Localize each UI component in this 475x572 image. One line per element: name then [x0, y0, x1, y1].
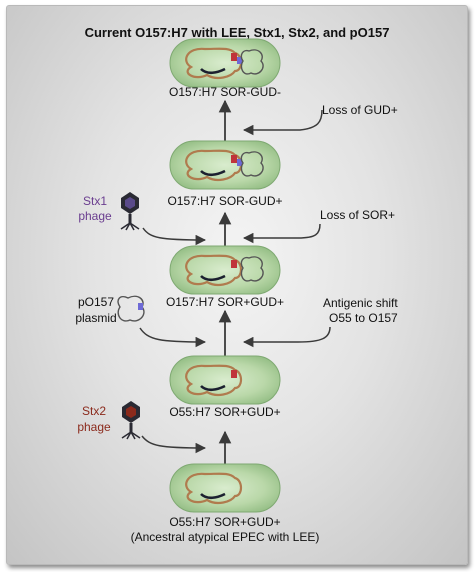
stx1-sublabel: phage: [78, 209, 112, 223]
stx2-sublabel: phage: [77, 420, 111, 434]
chromosome-icon: [185, 254, 243, 287]
stx-marker-icon: [231, 155, 237, 163]
po157-label: pO157: [78, 295, 114, 309]
lee-island-icon: [200, 274, 226, 282]
cell-label: O55:H7 SOR+GUD+: [169, 515, 280, 529]
stx1-label: Stx1: [83, 194, 107, 208]
stx2-marker-icon: [237, 159, 242, 166]
event-antigenic-shift-detail: O55 to O157: [329, 311, 398, 325]
stx-marker-icon: [231, 370, 237, 378]
chromosome-icon: [185, 47, 243, 80]
stx1-arrow: [142, 227, 207, 246]
po157-plasmid-icon: [117, 295, 145, 322]
plasmid-icon: [240, 49, 264, 75]
event-loss-sor: Loss of SOR+: [320, 208, 395, 222]
event-arrow-loss-gud: [242, 109, 323, 136]
lee-island-icon: [200, 169, 226, 177]
po157-marker-icon: [138, 303, 143, 310]
plasmid-icon: [240, 151, 264, 177]
chromosome-icon: [185, 149, 243, 182]
cell-label: O157:H7 SOR+GUD+: [166, 295, 284, 309]
stx2-label: Stx2: [82, 404, 106, 418]
lee-island-icon: [200, 492, 226, 500]
chromosome-icon: [185, 472, 243, 505]
diagram-title: Current O157:H7 with LEE, Stx1, Stx2, an…: [85, 25, 390, 40]
plasmid-icon: [240, 256, 264, 282]
ancestor-note: (Ancestral atypical EPEC with LEE): [131, 530, 320, 544]
lee-island-icon: [200, 67, 226, 75]
event-loss-gud: Loss of GUD+: [322, 103, 398, 117]
lee-island-icon: [200, 384, 226, 392]
cell-label: O157:H7 SOR-GUD+: [167, 194, 282, 208]
stx2-phage-icon: [121, 401, 141, 440]
stx2-arrow: [141, 435, 207, 454]
cell-label: O157:H7 SOR-GUD-: [169, 85, 281, 99]
po157-sublabel: plasmid: [75, 311, 116, 325]
stx2-marker-icon: [237, 57, 242, 64]
cell-o157-sor-neg-gud-pos: [169, 140, 281, 190]
chromosome-icon: [185, 364, 243, 397]
cell-label: O55:H7 SOR+GUD+: [169, 405, 280, 419]
event-antigenic-shift: Antigenic shift: [323, 296, 398, 310]
event-arrow-antigenic-shift: [242, 326, 331, 348]
po157-arrow: [139, 327, 207, 348]
stx-marker-icon: [231, 260, 237, 268]
cell-ancestral-o55: [169, 463, 281, 513]
cell-o157-sor-pos-gud-pos: [169, 245, 281, 295]
stx-marker-icon: [231, 53, 237, 61]
event-arrow-loss-sor: [242, 223, 321, 244]
cell-o55-sor-pos-gud-pos: [169, 355, 281, 405]
cell-o157-sor-neg-gud-neg: [169, 38, 281, 88]
stx1-phage-icon: [120, 192, 140, 231]
